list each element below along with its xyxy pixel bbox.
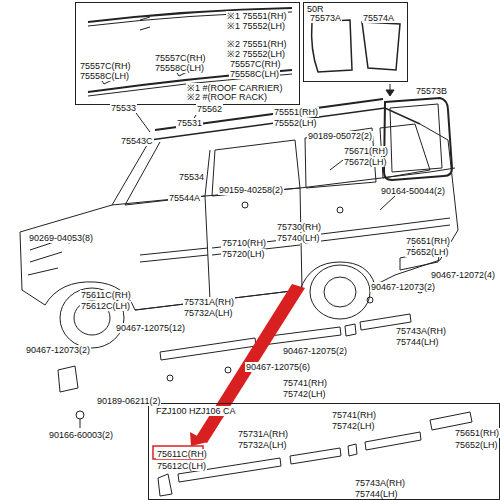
part-number: 75558C(LH)	[79, 71, 130, 81]
part-number: 90467-12075(6)	[245, 362, 311, 372]
part-number: 75551(RH)	[273, 107, 319, 117]
part-number: 90467-12072(4)	[430, 270, 496, 280]
part-number: ※2 #(ROOF RACK)	[186, 92, 268, 102]
part-number: 75731A(RH)	[183, 297, 235, 307]
part-number: 75611C(RH)	[156, 449, 208, 459]
part-number: 75543C	[120, 136, 154, 146]
part-number: 75741(RH)	[331, 410, 377, 420]
part-number: 90189-06211(2)	[96, 396, 161, 406]
part-number: 90166-60003(2)	[48, 430, 114, 440]
inset-frame: 50R75573A75574A	[303, 2, 408, 82]
part-number: 75651(RH)	[405, 236, 451, 246]
part-number: 75742(LH)	[282, 389, 327, 399]
part-number: 75557C(RH)	[229, 59, 282, 69]
part-number: 75612C(LH)	[156, 461, 207, 471]
part-number: 75651(RH)	[454, 428, 500, 438]
part-number: 75557C(RH)	[79, 61, 132, 71]
part-number: 75558C(LH)	[229, 69, 280, 79]
part-number: 75531	[176, 118, 203, 128]
inset-frame: FZJ100 HZJ106 CA 75611C(RH) 75612C(LH) 7573…	[148, 403, 500, 500]
part-number: 75732A(LH)	[183, 308, 234, 318]
part-number: 75552(LH)	[273, 118, 318, 128]
part-number: ※1 75552(LH)	[226, 21, 286, 31]
part-number: 90467-12075(12)	[115, 323, 186, 333]
part-number: 90467-12075(2)	[282, 346, 348, 356]
part-number: ※2 75552(LH)	[226, 49, 286, 59]
part-number: 75562	[196, 104, 223, 114]
part-number: 75573B	[415, 86, 448, 96]
part-number: 75741(RH)	[282, 378, 328, 388]
part-number: FZJ100 HZJ106 CA	[155, 406, 237, 416]
part-number: 75732A(LH)	[237, 440, 288, 450]
part-number: 75730(RH)	[276, 222, 322, 232]
part-number: 90269-04053(8)	[28, 233, 94, 243]
part-number: 75744(LH)	[395, 337, 440, 347]
part-number: 90467-12073(2)	[25, 345, 91, 355]
part-number: 75573A	[309, 13, 342, 23]
part-number: 90159-40258(2)	[218, 185, 284, 195]
part-number: 75744(LH)	[354, 489, 399, 499]
part-number: 90189-05072(2)	[307, 131, 373, 141]
part-number: 75574A	[362, 13, 395, 23]
part-number: 90467-12073(2)	[370, 282, 436, 292]
part-number: 75534	[178, 172, 205, 182]
part-number: 75533	[110, 103, 137, 113]
part-number: 75544A	[168, 193, 201, 203]
inset-frame: ※1 75551(RH)※1 75552(LH) ※2 75551(RH)※2 7…	[75, 2, 300, 105]
part-number: 75740(LH)	[276, 233, 321, 243]
part-number: 75742(LH)	[331, 421, 376, 431]
part-number: 75731A(RH)	[237, 429, 289, 439]
part-number: ※1 75551(RH)	[226, 11, 288, 21]
part-number: 75720(LH)	[221, 249, 266, 259]
part-number: 75611C(RH)	[80, 290, 132, 300]
part-number: 90164-50044(2)	[380, 186, 446, 196]
part-number: 75671(RH)	[343, 146, 389, 156]
part-number: 75743A(RH)	[395, 326, 447, 336]
part-number: 75557C(RH)	[154, 53, 207, 63]
part-number: 75743A(RH)	[354, 478, 406, 488]
part-number: 75672(LH)	[343, 157, 388, 167]
part-number: ※2 75551(RH)	[226, 39, 288, 49]
part-number: 75710(RH)	[221, 238, 267, 248]
part-number: 75652(LH)	[405, 247, 450, 257]
part-number: 75652(LH)	[454, 440, 499, 450]
part-number: 75558C(LH)	[154, 63, 205, 73]
part-number: 75612C(LH)	[80, 301, 131, 311]
